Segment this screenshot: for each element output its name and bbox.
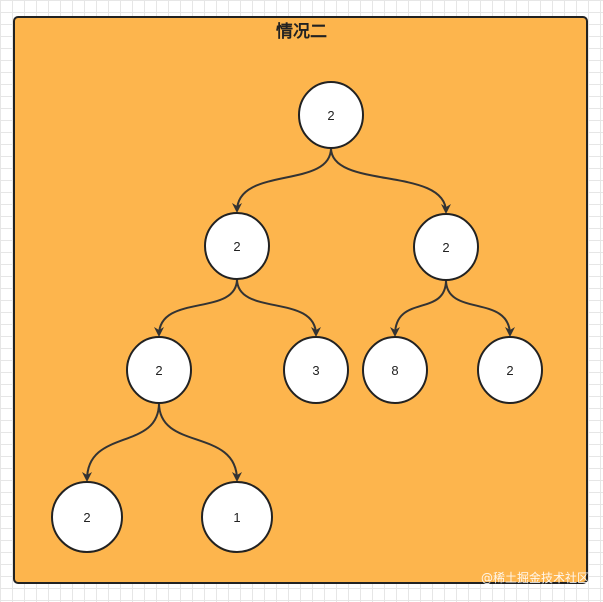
node-l3-b — [201, 481, 273, 553]
node-l2-c — [362, 336, 428, 404]
edge-l2-a-to-l3-b — [158, 402, 242, 482]
watermark: @稀土掘金技术社区 — [480, 571, 589, 585]
node-label-l2-c: 8 — [391, 363, 398, 378]
node-label-root: 2 — [327, 108, 334, 123]
edge-l2-a-to-l3-a — [82, 402, 160, 482]
node-label-l1-right: 2 — [442, 240, 449, 255]
node-l2-d — [477, 336, 543, 404]
edge-root-to-l1-left — [232, 147, 332, 213]
edge-root-to-l1-right — [330, 147, 451, 214]
edge-l1-right-to-l2-c — [390, 279, 447, 337]
node-label-l1-left: 2 — [233, 239, 240, 254]
node-label-l3-a: 2 — [83, 510, 90, 525]
node-l2-b — [283, 336, 349, 404]
node-label-l2-b: 3 — [312, 363, 319, 378]
node-label-l2-d: 2 — [506, 363, 513, 378]
node-label-l3-b: 1 — [233, 510, 240, 525]
node-l2-a — [126, 336, 192, 404]
node-label-l2-a: 2 — [155, 363, 162, 378]
node-l3-a — [51, 481, 123, 553]
edge-l1-left-to-l2-a — [154, 278, 238, 337]
node-root — [298, 81, 364, 149]
diagram-title: 情况二 — [276, 22, 327, 41]
node-l1-left — [204, 212, 270, 280]
edge-l1-right-to-l2-d — [445, 279, 515, 337]
edge-l1-left-to-l2-b — [236, 278, 321, 337]
node-l1-right — [413, 213, 479, 281]
